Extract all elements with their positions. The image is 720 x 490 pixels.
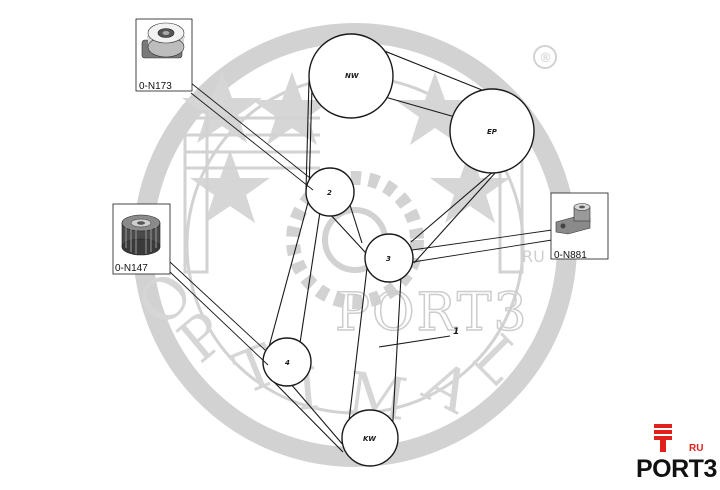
belt-segment: [391, 276, 402, 438]
pulley-idler-4-circle: [262, 337, 312, 387]
belt-segment: [413, 161, 506, 264]
pulley-idler-4: 4: [262, 337, 312, 387]
pulley-ep: EP: [449, 88, 535, 174]
belt-number-label: 1: [453, 327, 459, 337]
watermark-star-lower-left: [190, 150, 270, 223]
pulley-idler-2: 2: [305, 167, 355, 217]
pulley-nw: NW: [308, 33, 394, 119]
watermark-site-suffix: RU: [522, 247, 545, 266]
pulley-idler-4-label: 4: [285, 359, 290, 367]
part-box-tensioner-top[interactable]: 0-N173: [135, 18, 193, 92]
pulley-nw-label: NW: [345, 72, 359, 80]
corner-logo-suffix: RU: [689, 443, 703, 454]
belt-segment: [265, 194, 311, 359]
belt-callout-leader: [378, 335, 451, 348]
belt-segment: [305, 79, 310, 191]
belt-segment: [349, 204, 363, 244]
port3-corner-logo: RU PORT3: [636, 424, 717, 483]
piston-icon: [654, 424, 672, 452]
pulley-idler-2-circle: [305, 167, 355, 217]
pulley-kw: KW: [341, 409, 399, 467]
pulley-idler-2-label: 2: [327, 189, 332, 197]
part-box-idler-left[interactable]: 0-N147: [112, 203, 171, 275]
belt-segment: [348, 267, 368, 422]
belt-segment: [269, 377, 344, 453]
watermark-star-right: [395, 72, 475, 145]
corner-logo-text: PORT3: [636, 455, 717, 483]
watermark-gear-ring: [286, 171, 424, 309]
leader-idler-left: [169, 261, 266, 351]
watermark-box-left: [183, 110, 209, 274]
leader-tensioner-right: [412, 239, 553, 263]
part-number-idler-left: 0-N147: [115, 263, 148, 274]
pulley-ep-label: EP: [487, 128, 498, 136]
pulley-nw-circle: [308, 33, 394, 119]
part-box-tensioner-right[interactable]: 0-N881: [550, 192, 609, 261]
watermark-site-text: PORT3: [335, 283, 529, 343]
tensioner-right-image: [555, 203, 591, 235]
idler-left-image: [121, 214, 161, 256]
belt-segment: [308, 85, 313, 193]
tensioner-top-image: [141, 22, 185, 59]
registered-mark: ®: [539, 51, 552, 66]
pulley-idler-3-circle: [364, 233, 414, 283]
belt-segment: [289, 382, 345, 447]
pulley-kw-circle: [341, 409, 399, 467]
watermark-star-lower-right: [430, 150, 510, 223]
pulley-idler-3-label: 3: [386, 255, 391, 263]
leader-tensioner-top: [190, 82, 311, 179]
belt-callout: 1: [378, 327, 459, 348]
watermark-star-mid: [252, 72, 332, 145]
belt-segment: [384, 96, 456, 118]
watermark-star-left: [182, 70, 262, 143]
belt-segment: [299, 211, 321, 344]
pulley-idler-3: 3: [364, 233, 414, 283]
registered-mark-circle: [533, 45, 557, 69]
pulley-ep-circle: [449, 88, 535, 174]
part-leaders: [169, 82, 553, 366]
timing-belt: [265, 37, 523, 453]
leader-tensioner-right: [411, 229, 553, 251]
part-number-tensioner-right: 0-N881: [554, 250, 587, 261]
leader-tensioner-top: [190, 92, 314, 191]
pulley-kw-label: KW: [363, 435, 376, 443]
part-number-tensioner-top: 0-N173: [139, 81, 172, 92]
leader-idler-left: [169, 271, 269, 366]
